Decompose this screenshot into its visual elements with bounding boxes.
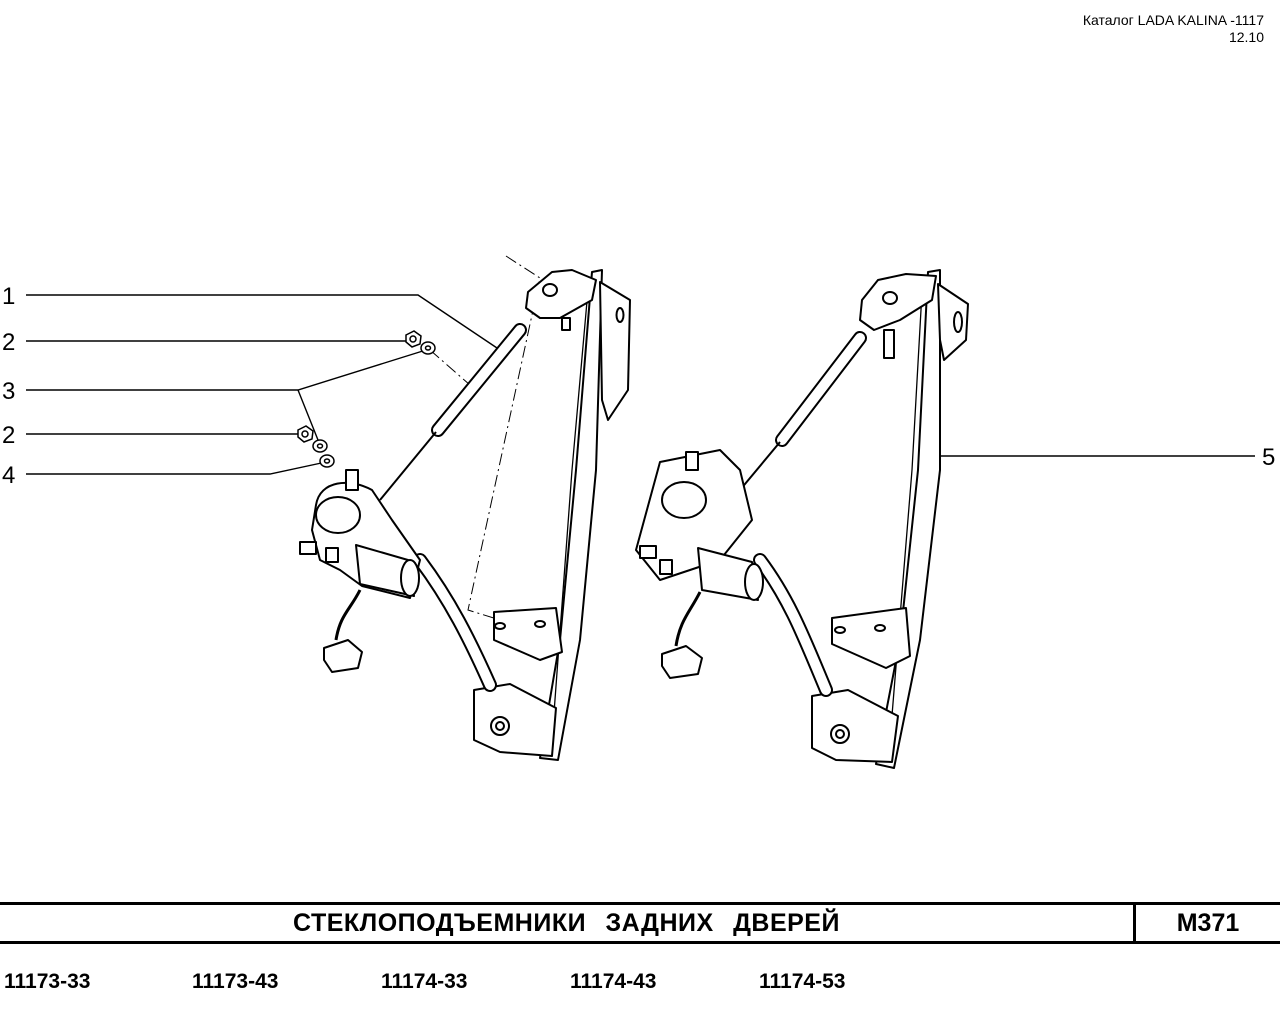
catalog-header: Каталог LADA KALINA -1117 12.10 xyxy=(1083,12,1264,46)
reference-line-nuts xyxy=(429,349,471,386)
leader-line-1 xyxy=(26,294,501,351)
title-divider xyxy=(1133,905,1136,941)
regulator-right xyxy=(635,269,969,769)
regulator-left xyxy=(299,269,631,761)
fasteners xyxy=(297,330,436,468)
wire-harness-right xyxy=(674,591,702,647)
washer-upper xyxy=(420,341,436,355)
rail-flange-left xyxy=(599,281,631,421)
washer-spring xyxy=(319,454,335,468)
model-list: 11173-33 11173-43 11174-33 11174-43 1117… xyxy=(0,970,1280,1000)
upper-bracket-right xyxy=(859,273,937,331)
catalog-name: Каталог LADA KALINA -1117 xyxy=(1082,12,1264,28)
leader-lines xyxy=(26,294,1255,475)
leader-line-4 xyxy=(26,461,327,475)
motor-can-left xyxy=(355,544,415,597)
lower-bracket-left xyxy=(473,683,557,757)
nut-lower xyxy=(297,425,314,443)
model-code: 11174-53 xyxy=(759,970,846,993)
wire-harness-left xyxy=(334,589,362,641)
model-code: 11173-43 xyxy=(192,970,279,993)
callout-label: 2 xyxy=(2,329,15,356)
model-code: 11174-43 xyxy=(570,970,657,993)
window-regulator-diagram: 1 2 3 2 4 5 xyxy=(2,255,1275,769)
callout-label: 4 xyxy=(2,462,15,489)
callout-label: 3 xyxy=(2,378,15,405)
washer-lower xyxy=(312,439,328,453)
callout-labels: 1 2 3 2 4 5 xyxy=(2,283,1275,489)
page-title: СТЕКЛОПОДЪЕМНИКИ ЗАДНИХ ДВЕРЕЙ xyxy=(293,908,840,937)
upper-bracket-left xyxy=(525,269,597,319)
callout-label: 2 xyxy=(2,422,15,449)
window-clip-left xyxy=(493,607,563,661)
leader-line-3 xyxy=(26,349,427,391)
callout-label: 1 xyxy=(2,283,15,310)
leader-line-3b xyxy=(297,389,319,441)
page-code: М371 xyxy=(1176,908,1240,937)
reference-line-frame xyxy=(467,255,541,621)
catalog-date: 12.10 xyxy=(1228,29,1264,45)
title-bar: СТЕКЛОПОДЪЕМНИКИ ЗАДНИХ ДВЕРЕЙ М371 xyxy=(0,902,1280,944)
window-clip-right xyxy=(831,607,911,669)
connector-left xyxy=(323,639,363,673)
motor-can-right xyxy=(697,547,759,601)
reference-lines xyxy=(429,255,541,621)
model-code: 11173-33 xyxy=(4,970,91,993)
connector-right xyxy=(661,645,703,679)
callout-label: 5 xyxy=(1262,444,1275,471)
guide-rail-left xyxy=(539,269,603,761)
nut-upper xyxy=(405,330,422,348)
lower-bracket-right xyxy=(811,689,899,763)
model-code: 11174-33 xyxy=(381,970,468,993)
